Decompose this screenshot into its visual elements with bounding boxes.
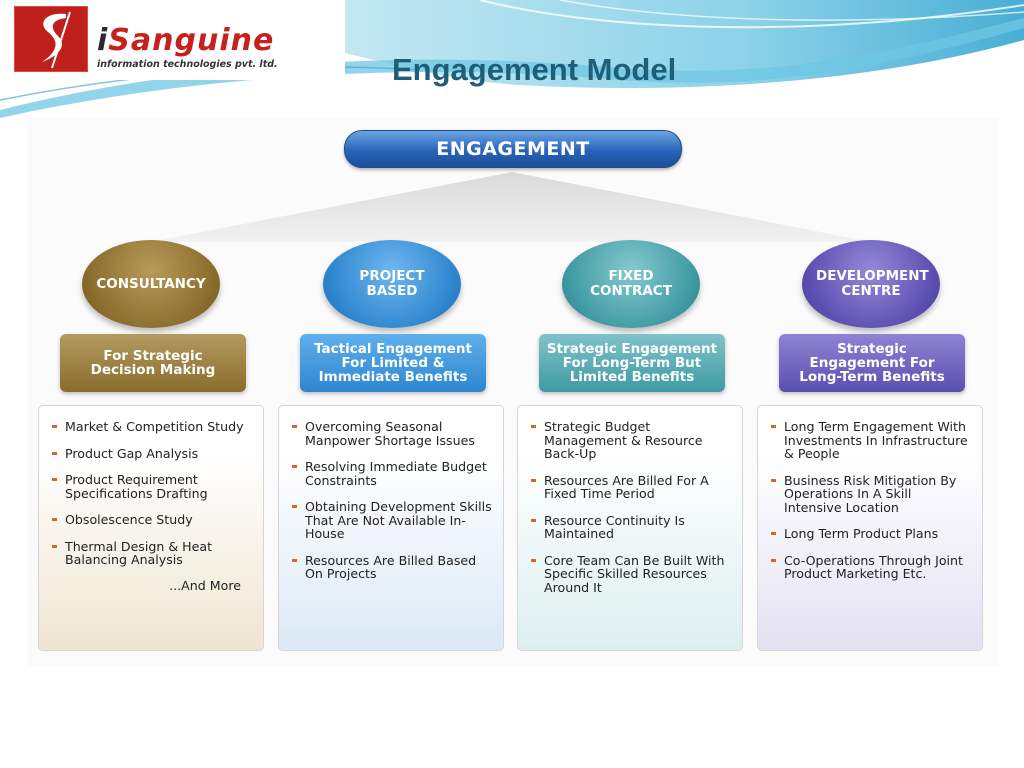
detail-list-fixed-contract: Strategic Budget Management & Resource B… xyxy=(530,420,732,594)
list-item: Product Requirement Specifications Draft… xyxy=(51,473,253,500)
branch-node-fixed-contract: FIXED CONTRACT xyxy=(562,240,700,328)
list-item: Obsolescence Study xyxy=(51,513,253,527)
list-item: Product Gap Analysis xyxy=(51,446,253,461)
branch-node-project-based: PROJECT BASED xyxy=(323,240,461,328)
list-item: Long Term Product Plans xyxy=(770,527,972,541)
logo-wordmark: iSanguine xyxy=(97,26,274,56)
page-title: Engagement Model xyxy=(392,52,677,87)
engagement-root-node: ENGAGEMENT xyxy=(344,130,682,168)
logo-mark-icon xyxy=(14,6,88,72)
list-item: Resources Are Billed For A Fixed Time Pe… xyxy=(530,473,732,501)
list-item: Thermal Design & Heat Balancing Analysis xyxy=(51,539,253,567)
detail-list-consultancy: Market & Competition Study Product Gap A… xyxy=(51,420,253,567)
benefit-project-based: Tactical Engagement For Limited & Immedi… xyxy=(300,334,486,392)
detail-card-fixed-contract: Strategic Budget Management & Resource B… xyxy=(517,405,743,651)
detail-card-consultancy: Market & Competition Study Product Gap A… xyxy=(38,405,264,651)
branch-node-development-centre: DEVELOPMENT CENTRE xyxy=(802,240,940,328)
logo-wordmark-rest: Sanguine xyxy=(108,23,275,58)
branch-node-development-centre-label: DEVELOPMENT CENTRE xyxy=(816,268,929,299)
header-swoosh xyxy=(0,0,1024,118)
branch-node-project-based-label: PROJECT BASED xyxy=(359,268,425,299)
list-item: Long Term Engagement With Investments In… xyxy=(770,420,972,461)
list-item: Core Team Can Be Built With Specific Ski… xyxy=(530,553,732,595)
logo-wordmark-i: i xyxy=(97,23,109,58)
benefit-fixed-contract: Strategic Engagement For Long-Term But L… xyxy=(539,334,725,392)
branch-node-consultancy: CONSULTANCY xyxy=(82,240,220,328)
company-logo: iSanguine information technologies pvt. … xyxy=(0,0,345,80)
detail-card-development-centre: Long Term Engagement With Investments In… xyxy=(757,405,983,651)
benefit-development-centre: Strategic Engagement For Long-Term Benef… xyxy=(779,334,965,392)
list-item: Resources Are Billed Based On Projects xyxy=(291,553,493,581)
list-item: Business Risk Mitigation By Operations I… xyxy=(770,473,972,515)
list-item: Resolving Immediate Budget Constraints xyxy=(291,460,493,487)
list-item: Overcoming Seasonal Manpower Shortage Is… xyxy=(291,420,493,447)
benefit-project-based-label: Tactical Engagement For Limited & Immedi… xyxy=(314,341,472,385)
list-item: Obtaining Development Skills That Are No… xyxy=(291,500,493,541)
detail-list-development-centre: Long Term Engagement With Investments In… xyxy=(770,420,972,581)
detail-card-project-based: Overcoming Seasonal Manpower Shortage Is… xyxy=(278,405,504,651)
list-item: Strategic Budget Management & Resource B… xyxy=(530,420,732,461)
branch-node-fixed-contract-label: FIXED CONTRACT xyxy=(590,268,672,299)
benefit-consultancy-label: For Strategic Decision Making xyxy=(90,348,216,378)
benefit-fixed-contract-label: Strategic Engagement For Long-Term But L… xyxy=(546,341,718,385)
benefit-development-centre-label: Strategic Engagement For Long-Term Benef… xyxy=(799,341,945,385)
list-item: Co-Operations Through Joint Product Mark… xyxy=(770,553,972,581)
detail-list-project-based: Overcoming Seasonal Manpower Shortage Is… xyxy=(291,420,493,581)
benefit-consultancy: For Strategic Decision Making xyxy=(60,334,246,392)
logo-tagline: information technologies pvt. ltd. xyxy=(97,59,278,70)
list-item: Resource Continuity Is Maintained xyxy=(530,513,732,541)
list-item: Market & Competition Study xyxy=(51,420,253,434)
and-more-text: ...And More xyxy=(169,577,241,593)
